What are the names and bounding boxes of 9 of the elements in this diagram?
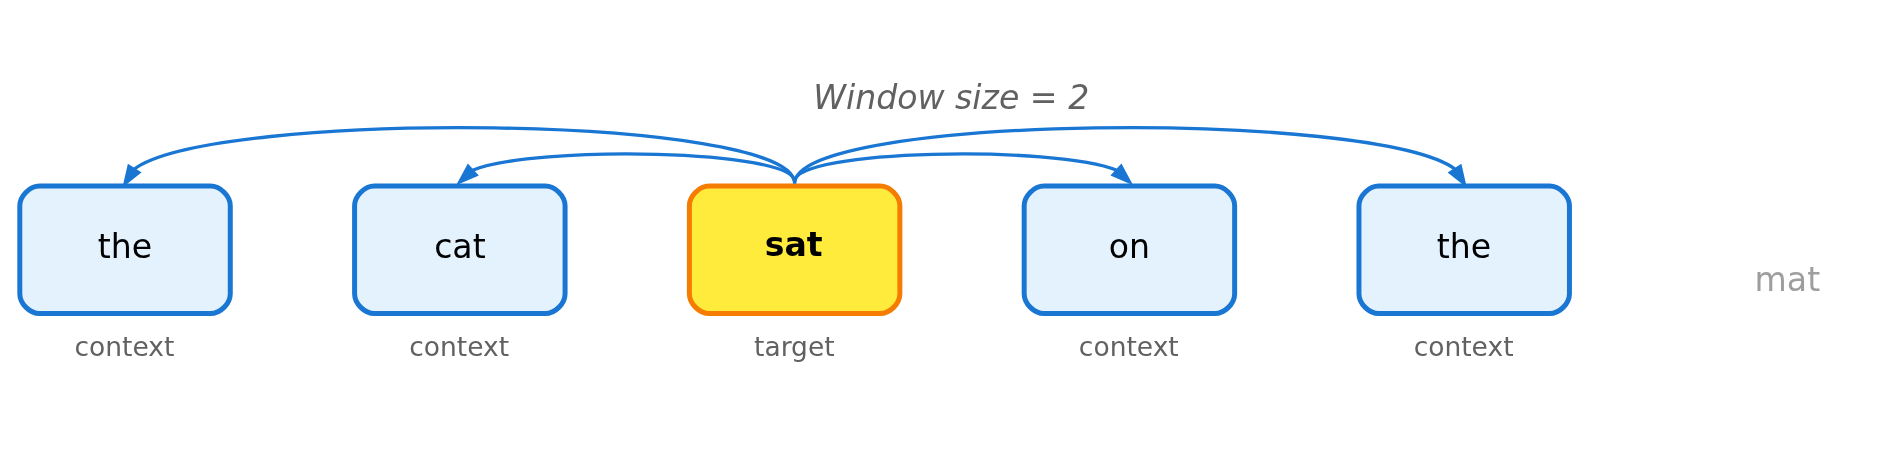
- node-label: target: [754, 330, 835, 362]
- arrow: [793, 152, 1134, 186]
- arrow: [456, 152, 796, 186]
- node-label: context: [409, 330, 510, 362]
- diagram-title: Window size = 2: [813, 78, 1090, 118]
- node-label: context: [74, 330, 175, 362]
- label: mat: [1754, 260, 1821, 300]
- node-label: context: [1078, 330, 1179, 362]
- node-label: context: [1413, 330, 1514, 362]
